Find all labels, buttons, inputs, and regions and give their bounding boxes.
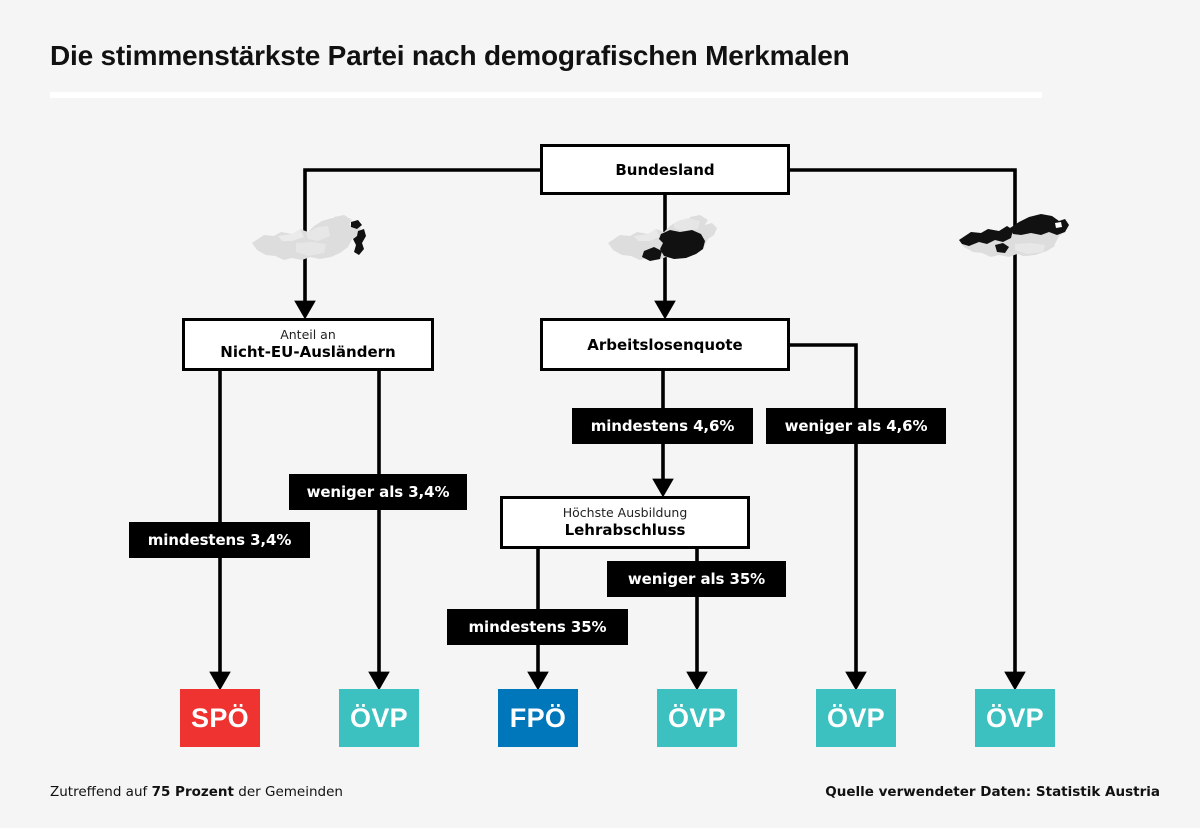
node-nicht-eu-sublabel: Anteil an — [280, 327, 336, 343]
chip-mindestens-4-6: mindestens 4,6% — [572, 408, 753, 444]
wire-arbeitslosenquote-to-result-5 — [790, 343, 867, 691]
austria-map-east-highlighted — [248, 203, 370, 273]
result-label-oevp-1: ÖVP — [350, 702, 408, 733]
wire-bundesland-to-result-6 — [790, 168, 1026, 691]
result-box-spoe[interactable]: SPÖ — [180, 689, 260, 747]
node-arbeitslosenquote-label: Arbeitslosenquote — [587, 335, 743, 354]
result-label-oevp-4: ÖVP — [986, 702, 1044, 733]
result-label-oevp-2: ÖVP — [668, 702, 726, 733]
node-lehrabschluss-sublabel: Höchste Ausbildung — [562, 505, 688, 521]
footer-note-suffix: der Gemeinden — [233, 784, 343, 800]
wire-bundesland-to-nicht-eu — [294, 168, 540, 320]
chip-mindestens-35: mindestens 35% — [447, 609, 628, 645]
chip-weniger-als-35: weniger als 35% — [607, 561, 786, 597]
page-title: Die stimmenstärkste Partei nach demograf… — [50, 40, 850, 71]
result-label-spoe: SPÖ — [191, 702, 249, 733]
chip-mindestens-3-4: mindestens 3,4% — [129, 522, 310, 558]
title-underline-rule — [50, 92, 1042, 98]
node-arbeitslosenquote[interactable]: Arbeitslosenquote — [540, 318, 790, 371]
result-label-fpoe: FPÖ — [509, 702, 567, 733]
node-nicht-eu-label: Nicht-EU-Ausländern — [220, 342, 396, 361]
chip-weniger-als-3-4: weniger als 3,4% — [289, 474, 467, 510]
result-box-oevp-1[interactable]: ÖVP — [339, 689, 419, 747]
footer-note: Zutreffend auf 75 Prozent der Gemeinden — [50, 784, 343, 800]
node-lehrabschluss-label: Lehrabschluss — [564, 520, 686, 539]
austria-map-south-highlighted — [604, 203, 726, 273]
node-lehrabschluss[interactable]: Höchste Ausbildung Lehrabschluss — [500, 496, 750, 549]
footer-note-strong: 75 Prozent — [151, 784, 234, 800]
chip-weniger-als-4-6: weniger als 4,6% — [766, 408, 946, 444]
footer-note-prefix: Zutreffend auf — [50, 784, 152, 800]
footer-source: Quelle verwendeter Daten: Statistik Aust… — [825, 784, 1160, 800]
result-label-oevp-3: ÖVP — [827, 702, 885, 733]
result-box-oevp-4[interactable]: ÖVP — [975, 689, 1055, 747]
node-nicht-eu-auslaender[interactable]: Anteil an Nicht-EU-Ausländern — [182, 318, 434, 371]
node-bundesland[interactable]: Bundesland — [540, 144, 790, 195]
austria-map-west-north-highlighted — [955, 198, 1077, 272]
result-box-fpoe[interactable]: FPÖ — [498, 689, 578, 747]
result-box-oevp-2[interactable]: ÖVP — [657, 689, 737, 747]
page-header: Die stimmenstärkste Partei nach demograf… — [50, 40, 1050, 72]
result-box-oevp-3[interactable]: ÖVP — [816, 689, 896, 747]
node-bundesland-label: Bundesland — [615, 160, 715, 179]
